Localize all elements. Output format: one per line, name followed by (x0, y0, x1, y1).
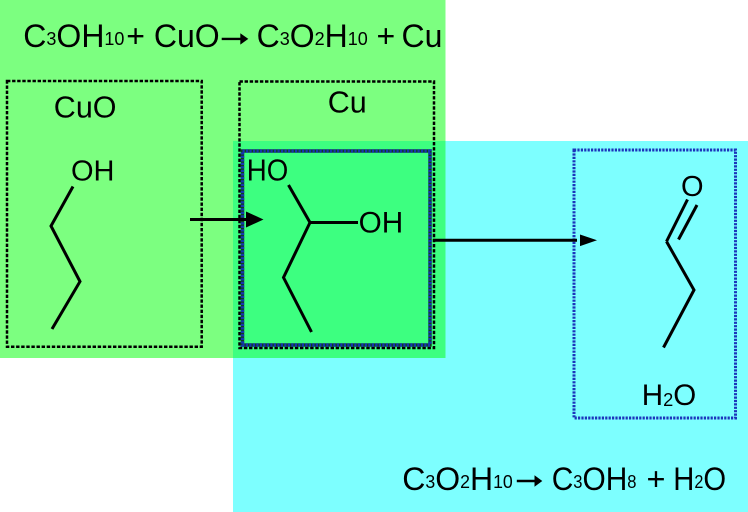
svg-text:CuO: CuO (54, 91, 117, 125)
svg-text:Cu: Cu (328, 86, 367, 120)
svg-text:+: + (377, 18, 396, 54)
svg-text:+: + (647, 461, 666, 497)
svg-text:HO: HO (247, 154, 288, 188)
svg-text:+: + (126, 18, 145, 54)
svg-text:CuO: CuO (154, 18, 220, 54)
svg-text:C3O2H10: C3O2H10 (257, 18, 368, 54)
svg-text:OH: OH (359, 207, 404, 240)
svg-text:O: O (681, 171, 704, 203)
svg-text:Cu: Cu (402, 18, 443, 54)
svg-text:OH: OH (71, 155, 115, 187)
svg-text:C3OH8: C3OH8 (552, 461, 637, 497)
